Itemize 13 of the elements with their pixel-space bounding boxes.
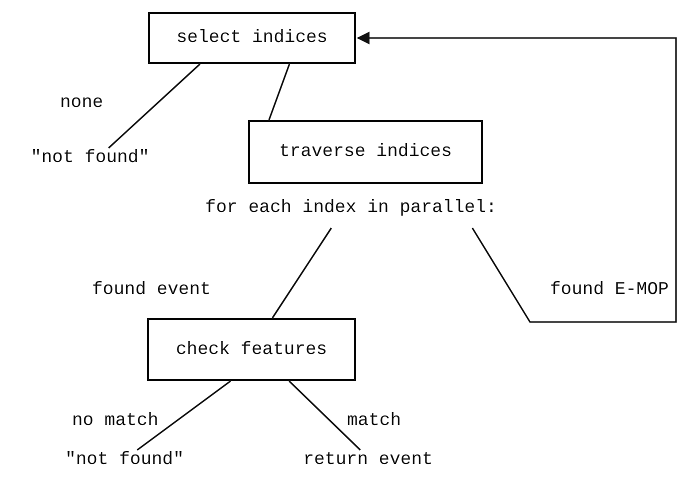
- result-text: "not found": [61, 450, 188, 476]
- connector-line: [108, 63, 201, 149]
- connector-line: [268, 64, 290, 120]
- process-box: select indices: [148, 12, 356, 64]
- result-text: return event: [291, 450, 445, 476]
- result-text: "not found": [28, 148, 152, 174]
- connector-line: [272, 228, 332, 318]
- process-box: traverse indices: [248, 120, 483, 184]
- connector-line: [136, 380, 232, 451]
- connector-line: [288, 380, 361, 451]
- caption-text: for each index in parallel:: [204, 198, 498, 218]
- process-box: check features: [147, 318, 356, 381]
- connector-line: [356, 32, 677, 323]
